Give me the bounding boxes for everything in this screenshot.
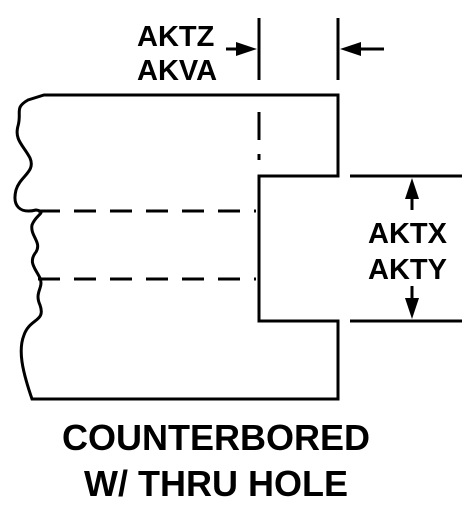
arrowhead-left xyxy=(340,42,361,56)
arrowhead-down xyxy=(405,298,419,319)
caption-line-2: W/ THRU HOLE xyxy=(84,463,348,504)
part-outline xyxy=(13,93,340,401)
caption-line-1: COUNTERBORED xyxy=(62,417,370,458)
arrowhead-up xyxy=(405,178,419,199)
dimension-label-right-2: AKTY xyxy=(368,254,447,286)
dimension-label-top-1: AKTZ xyxy=(137,21,214,53)
dimension-label-right-1: AKTX xyxy=(368,218,448,250)
dimension-label-top-2: AKVA xyxy=(137,55,217,87)
arrowhead-right xyxy=(236,42,257,56)
